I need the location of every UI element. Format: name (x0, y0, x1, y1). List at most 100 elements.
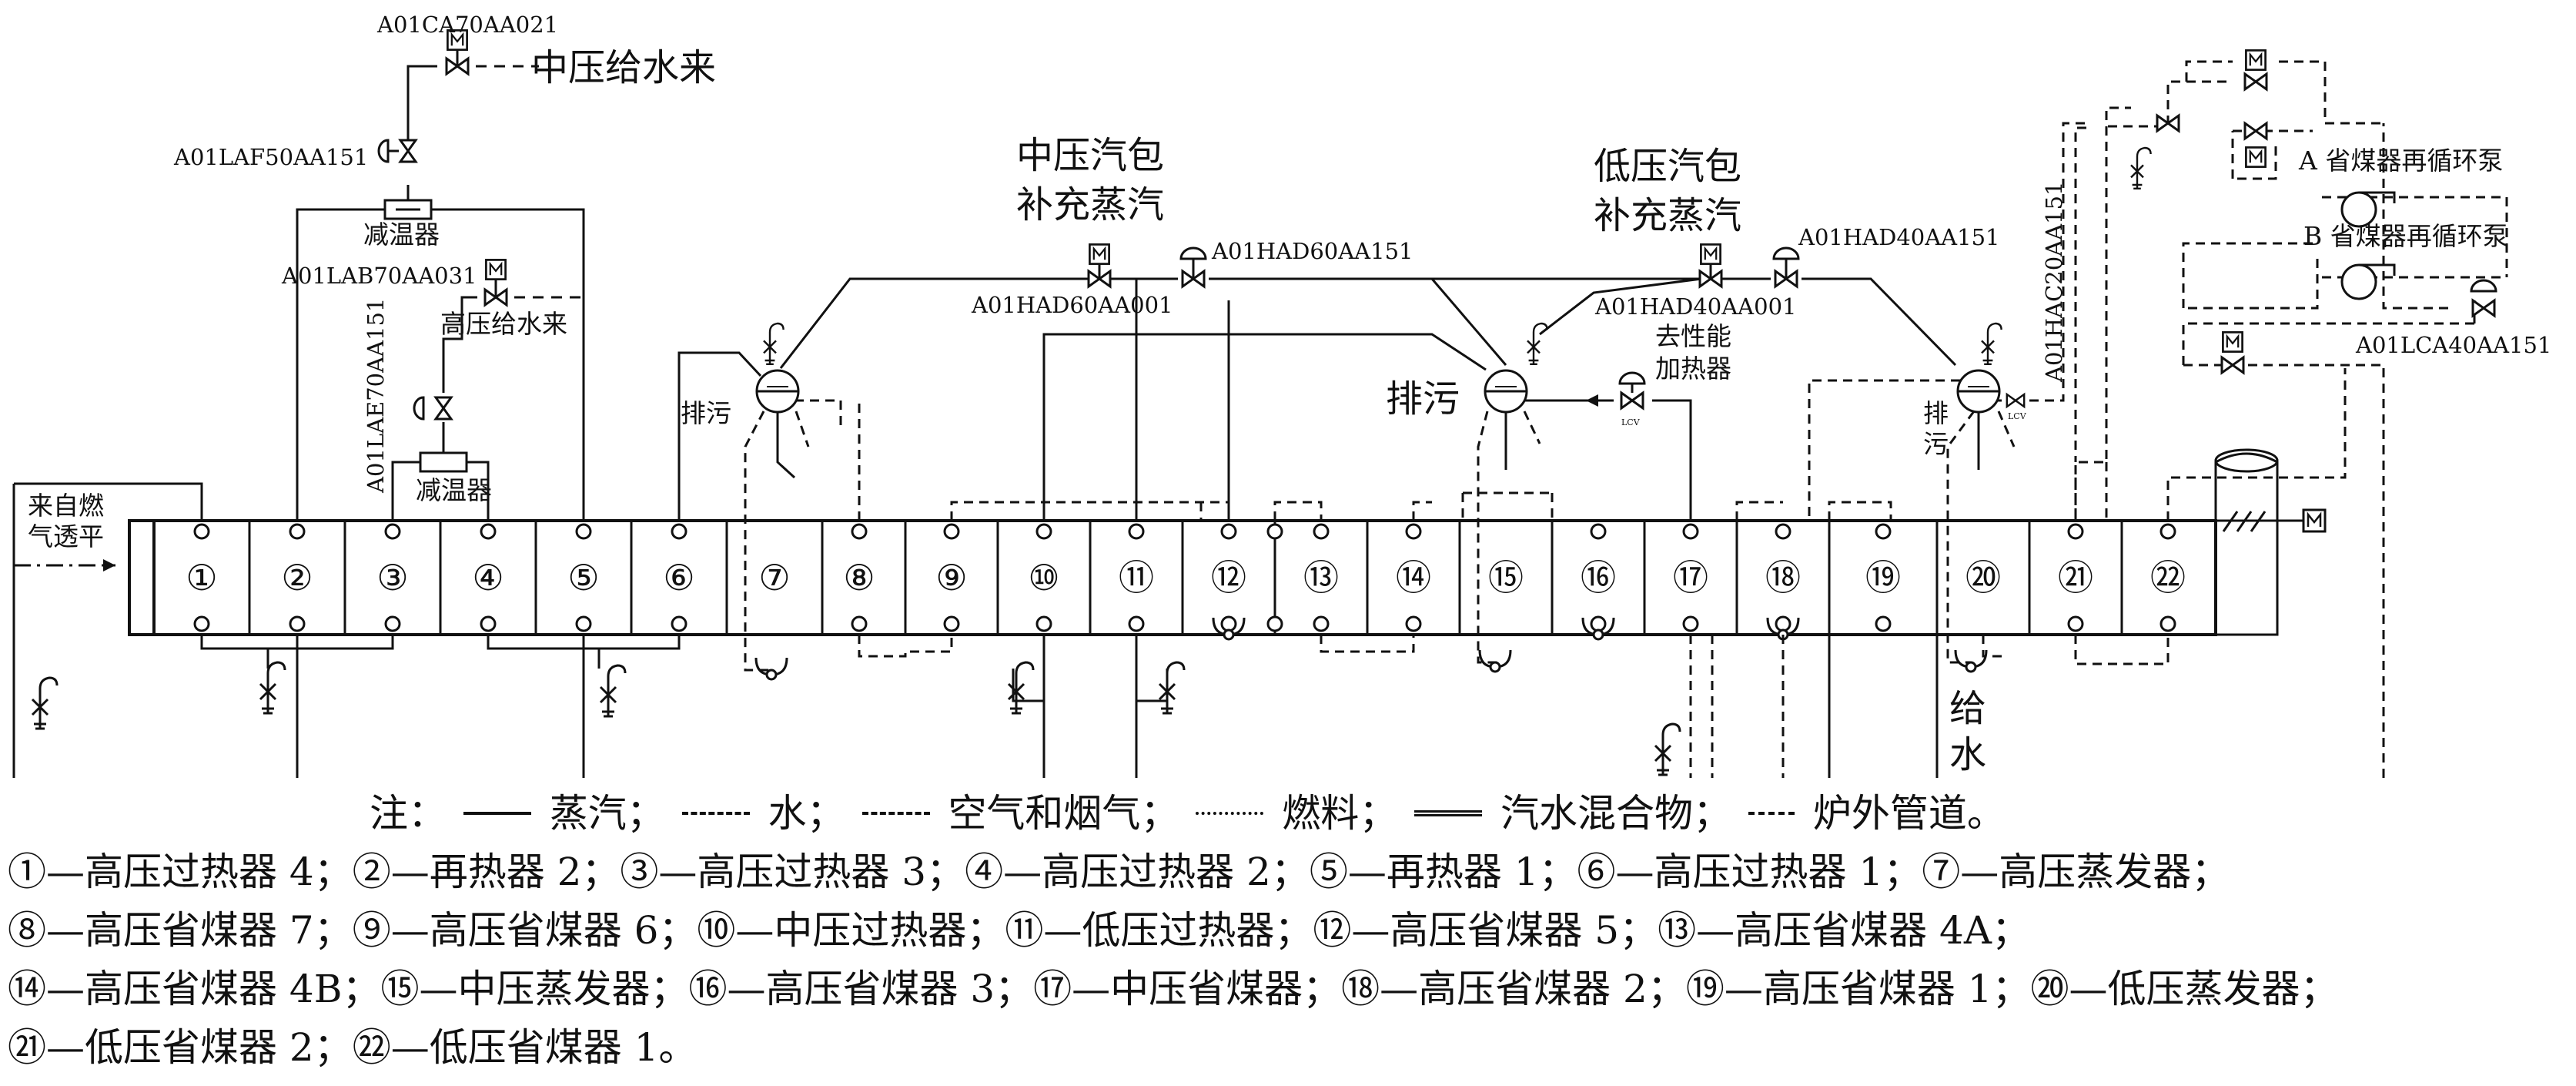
ip-drum-title: 补充蒸汽 (1016, 183, 1164, 226)
section-label: ⑰ (1673, 557, 1708, 598)
legend-mixture-line (1414, 810, 1483, 816)
header-nozzle (943, 615, 960, 632)
ip-feedwater-label: 中压给水来 (531, 46, 716, 89)
section-label: ⑯ (1581, 557, 1616, 598)
section-label: ⑭ (1396, 557, 1431, 598)
recirc-valve-icon (2220, 356, 2245, 374)
legend-external-line (1748, 812, 1795, 815)
header-nozzle (1682, 615, 1699, 632)
header-nozzle (575, 523, 592, 540)
tag-hac20: A01HAC20AA151 (2041, 182, 2067, 383)
tag-lca40: A01LCA40AA151 (2355, 332, 2551, 358)
safety-valve-icon (2129, 146, 2152, 190)
recirc-valve-b-icon (2243, 122, 2268, 140)
section-label: ⑱ (1765, 557, 1801, 598)
note-line: ⑭—高压省煤器 4B；⑮—中压蒸发器；⑯—高压省煤器 3；⑰—中压省煤器；⑱—高… (8, 967, 2339, 1011)
desuperheater-icon (419, 451, 468, 473)
recirc-motor-icon (2222, 331, 2243, 353)
legend-mixture: 汽水混合物； (1500, 791, 1732, 836)
section-label: ⑪ (1119, 557, 1154, 598)
section-label: ② (281, 557, 313, 598)
legend-steam-line (463, 812, 531, 815)
note-line: ①—高压过热器 4；②—再热器 2；③—高压过热器 3；④—高压过热器 2；⑤—… (8, 850, 2230, 894)
section-label: ③ (376, 557, 408, 598)
header-nozzle (1590, 615, 1607, 632)
header-nozzle (1405, 615, 1422, 632)
header-nozzle (1035, 615, 1052, 632)
header-nozzle (289, 523, 306, 540)
section-label: ⑬ (1303, 557, 1339, 598)
recirc-pump-b-icon (2340, 263, 2396, 300)
hrsg-casing (128, 448, 2327, 636)
lp-drum-icon (1956, 369, 2001, 414)
header-nozzle (1220, 523, 1237, 540)
section-label: ① (186, 557, 217, 598)
header-nozzle (851, 615, 868, 632)
header-nozzles (193, 523, 2176, 632)
ip-steam-piping (850, 259, 1692, 778)
safety-valve-icon (1654, 722, 1681, 776)
header-nozzle (1266, 523, 1283, 540)
legend-water: 水； (768, 791, 845, 836)
header-nozzle (480, 523, 497, 540)
section-label: ⑦ (758, 557, 790, 598)
ip-lcv-valve-icon (1620, 391, 1644, 410)
safety-valve-icon (762, 322, 785, 365)
section-label: ④ (472, 557, 503, 598)
pump-a-label: A 省煤器再循环泵 (2298, 146, 2503, 176)
section-label: ⑥ (663, 557, 694, 598)
recirc-valve-a-icon (2243, 72, 2268, 91)
safety-valve-icon (1158, 661, 1186, 715)
safety-valve-icon (31, 676, 59, 730)
safety-valve-icon (599, 664, 627, 718)
deaerator-label: 加热器 (1655, 354, 1731, 384)
tag-lae70: A01LAE70AA151 (363, 298, 389, 494)
lca40-valve-icon (2471, 299, 2496, 317)
lp-steam-piping (1227, 122, 2170, 778)
component-notes: ①—高压过热器 4；②—再热器 2；③—高压过热器 3；④—高压过热器 2；⑤—… (8, 843, 2571, 1077)
recirc-motor-a-icon (2245, 49, 2267, 71)
blowdown-label: 排 (1923, 398, 1949, 428)
blowdown-label: 排污 (1386, 377, 1460, 421)
legend-air-gas-line (861, 812, 930, 815)
header-nozzle (1128, 523, 1145, 540)
header-nozzle (1313, 523, 1330, 540)
section-label: ⑫ (1211, 557, 1246, 598)
legend-fuel-line (1196, 812, 1264, 815)
header-nozzle (1035, 523, 1052, 540)
section-label: ⑩ (1028, 557, 1059, 598)
blowdown-trap-icon (754, 656, 788, 681)
header-nozzle (289, 615, 306, 632)
header-nozzle (2067, 523, 2084, 540)
legend-steam: 蒸汽； (549, 791, 665, 836)
header-nozzle (2159, 523, 2176, 540)
header-nozzle (575, 615, 592, 632)
recirc-motor-b-icon (2245, 146, 2267, 168)
header-nozzle (1875, 615, 1892, 632)
tag-had60-001: A01HAD60AA001 (971, 292, 1173, 318)
tag-ca70: A01CA70AA021 (376, 12, 558, 38)
header-nozzle (2067, 615, 2084, 632)
header-nozzle (851, 523, 868, 540)
desuperheater-label: 减温器 (363, 220, 440, 250)
header-nozzle (1266, 615, 1283, 632)
section-label: ⑲ (1865, 557, 1901, 598)
header-nozzle (1775, 615, 1791, 632)
sh-rh-bottom-piping (200, 635, 681, 778)
lp-drum-title: 补充蒸汽 (1594, 194, 1741, 237)
header-nozzle (1590, 523, 1607, 540)
blowdown-label: 污 (1923, 429, 1949, 459)
tag-had60-151: A01HAD60AA151 (1211, 238, 1413, 264)
tag-laf50: A01LAF50AA151 (173, 144, 368, 170)
legend-prefix: 注： (370, 791, 447, 836)
legend-water-line (681, 812, 750, 815)
gas-inlet: 来自燃 气透平 (12, 482, 203, 778)
header-nozzle (1682, 523, 1699, 540)
header-nozzle (193, 615, 210, 632)
legend-air-gas: 空气和烟气； (948, 791, 1179, 836)
line-type-legend: 注： 蒸汽； 水； 空气和烟气； 燃料； 汽水混合物； 炉外管道。 (370, 779, 2571, 841)
blowdown-trap-icon (1954, 649, 1988, 673)
ip-drum-icon (1484, 369, 1528, 414)
hrsg-flow-diagram: ① ② ③ ④ ⑤ ⑥ ⑦ ⑧ ⑨ ⑩ ⑪ ⑫ ⑬ ⑭ ⑮ ⑯ ⑰ ⑱ ⑲ ⑳ … (12, 12, 2551, 778)
laf50-valve-icon (399, 139, 417, 163)
